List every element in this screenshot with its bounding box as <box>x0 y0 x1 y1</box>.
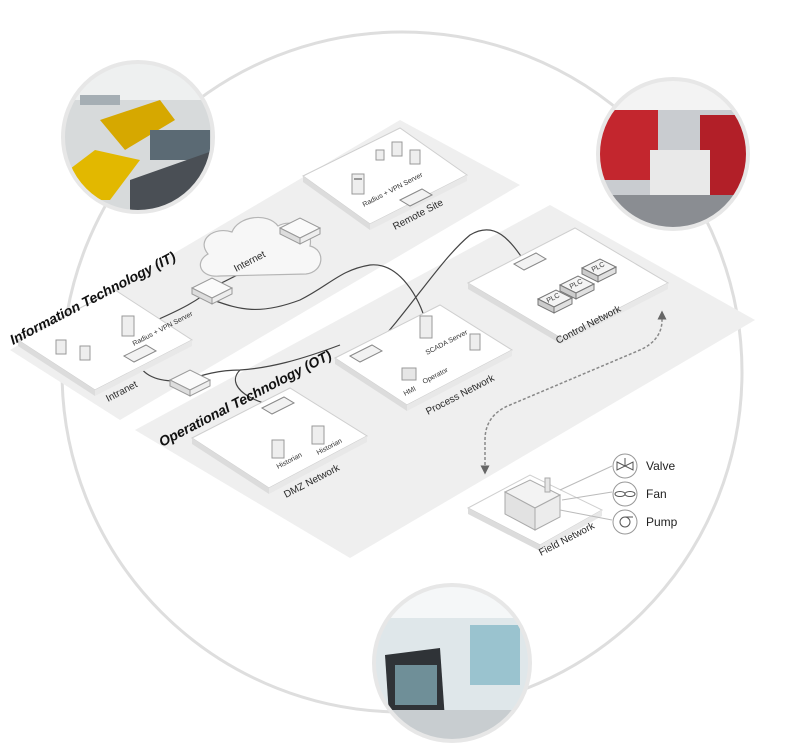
remote-switch-icon <box>398 188 434 207</box>
valve-icon <box>612 453 638 479</box>
router-internet <box>190 277 234 305</box>
intranet-platform <box>17 289 193 396</box>
fan-label: Fan <box>646 487 667 501</box>
router-ot <box>168 369 212 397</box>
plc-2-icon <box>558 275 596 300</box>
process-network-platform <box>334 304 514 411</box>
remote-pc-icon <box>375 141 421 165</box>
pump-icon <box>612 509 638 535</box>
remote-server-icon <box>351 173 365 195</box>
router-remote <box>278 217 322 245</box>
factory-photo-car-assembly <box>596 77 750 231</box>
fan-icon <box>612 481 638 507</box>
process-devices-icon <box>348 315 481 381</box>
dmz-devices-icon <box>260 396 325 459</box>
dmz-network-platform <box>191 387 369 494</box>
factory-photo-robot-arm <box>61 60 215 214</box>
plc-3-icon <box>536 289 574 314</box>
valve-label: Valve <box>646 459 675 473</box>
remote-site-platform <box>302 127 468 230</box>
pump-label: Pump <box>646 515 678 529</box>
factory-icon <box>503 477 562 531</box>
field-device-leaders <box>559 465 613 521</box>
plc-1-icon <box>580 258 618 283</box>
intranet-devices-icon <box>55 315 158 363</box>
factory-photo-control-room <box>372 583 532 743</box>
field-control-link <box>480 310 667 475</box>
control-switch-icon <box>512 252 548 271</box>
